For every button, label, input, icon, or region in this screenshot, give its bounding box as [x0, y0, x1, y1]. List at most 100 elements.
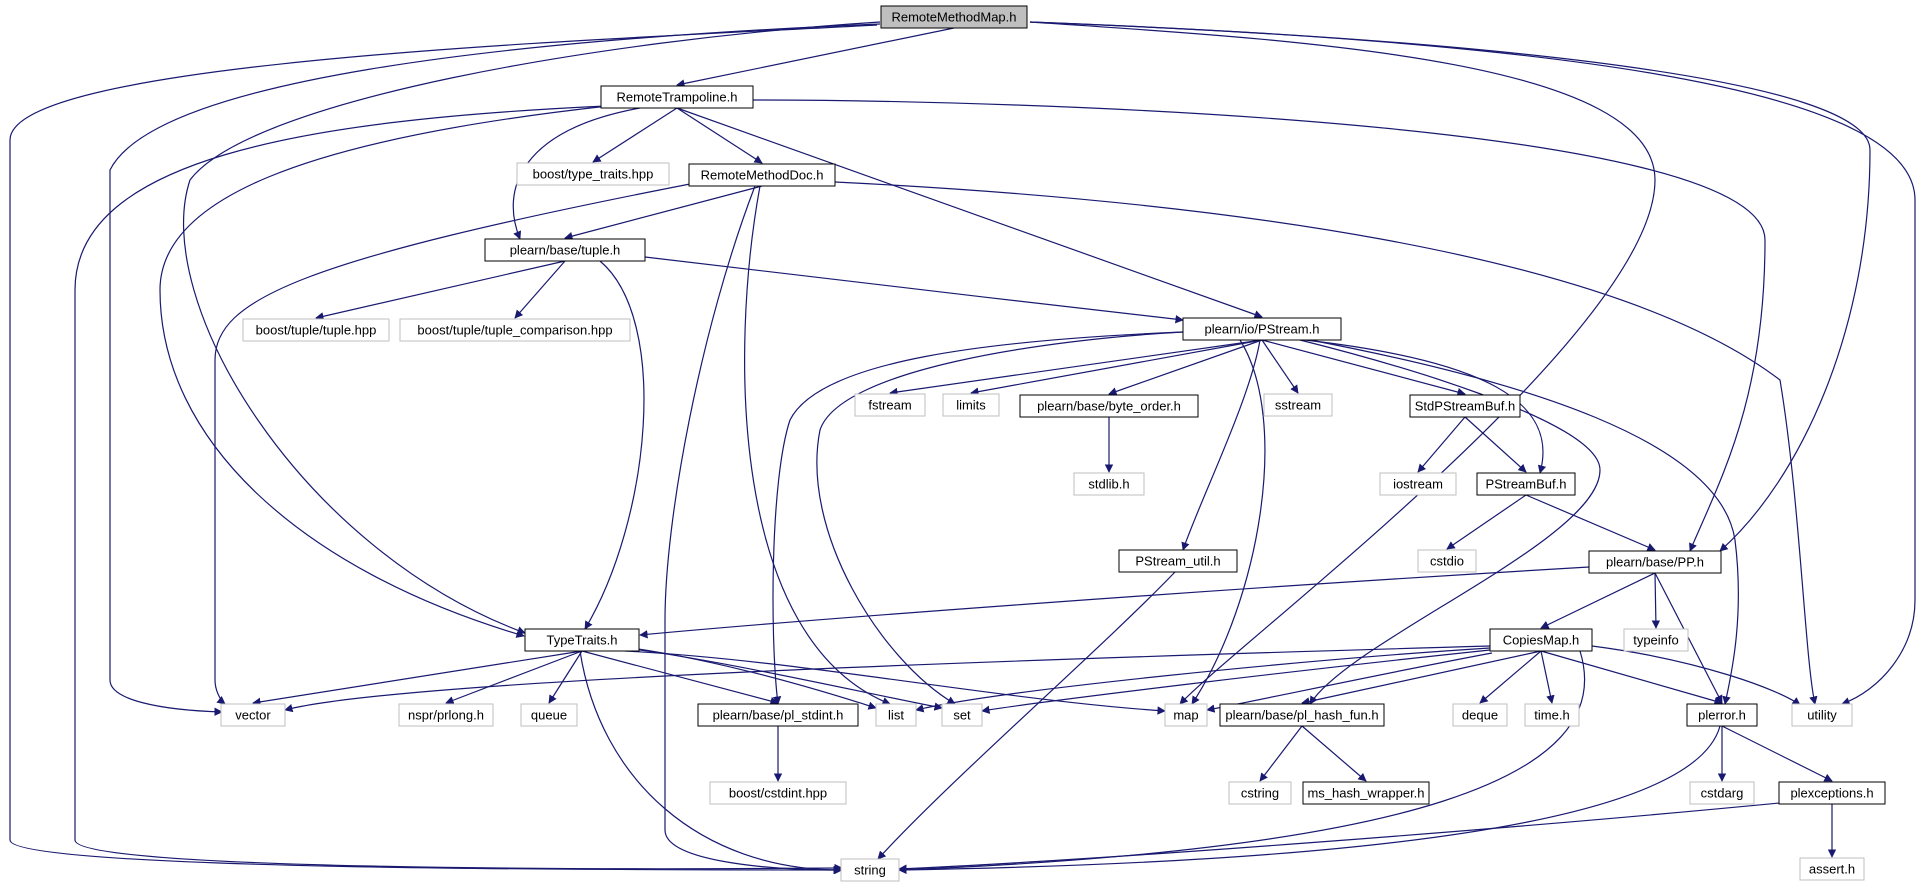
edge-PStreamBuf-to-cstdio — [1446, 494, 1527, 550]
edge-CopiesMap-to-pl_hash_fun — [1301, 650, 1542, 706]
node-PStream[interactable]: plearn/io/PStream.h — [1182, 317, 1342, 341]
node-boost_tuple_cmp: boost/tuple/tuple_comparison.hpp — [399, 318, 631, 342]
node-box — [484, 238, 646, 262]
edge-tuple_h-to-boost_tuple_cmp — [514, 260, 566, 319]
edge-RemoteMethodMap-to-string — [9, 24, 878, 875]
edge-CopiesMap-to-map — [1206, 652, 1493, 713]
edge-RemoteMethodMap-to-map — [1029, 21, 1656, 705]
node-ms_hash_wrapper[interactable]: ms_hash_wrapper.h — [1302, 781, 1430, 805]
edge-RemoteTrampoline-to-TypeTraits — [159, 105, 609, 638]
node-box — [1588, 550, 1722, 574]
node-label: fstream — [868, 398, 911, 413]
node-sstream: sstream — [1263, 393, 1333, 417]
node-box — [688, 163, 836, 187]
node-label: plearn/base/byte_order.h — [1037, 399, 1181, 414]
node-box — [709, 781, 847, 805]
edge-PStream-to-PStream_util — [1181, 339, 1261, 551]
node-pl_stdint[interactable]: plearn/base/pl_stdint.h — [697, 703, 859, 727]
node-box — [600, 85, 754, 109]
node-label: plearn/base/pl_hash_fun.h — [1225, 708, 1378, 723]
node-pl_hash_fun[interactable]: plearn/base/pl_hash_fun.h — [1219, 703, 1385, 727]
node-box — [1182, 317, 1342, 341]
node-CopiesMap[interactable]: CopiesMap.h — [1489, 628, 1593, 652]
node-box — [840, 858, 900, 882]
node-box — [1489, 628, 1593, 652]
node-label: RemoteTrampoline.h — [617, 90, 738, 105]
node-box — [1302, 781, 1430, 805]
node-PStream_util[interactable]: PStream_util.h — [1118, 549, 1238, 573]
node-label: plearn/base/tuple.h — [510, 243, 621, 258]
node-RemoteMethodMap[interactable]: RemoteMethodMap.h — [880, 5, 1028, 29]
edge-TypeTraits-to-map — [624, 650, 1166, 715]
node-label: RemoteMethodMap.h — [891, 10, 1016, 25]
node-box — [1219, 703, 1385, 727]
edge-PStreamBuf-to-PP — [1525, 494, 1656, 551]
node-byte_order[interactable]: plearn/base/byte_order.h — [1019, 394, 1199, 418]
edge-CopiesMap-to-plerror — [1540, 650, 1723, 705]
edge-TypeTraits-to-vector — [252, 650, 583, 706]
edge-StdPStreamBuf-to-PStreamBuf — [1464, 416, 1527, 473]
node-box — [875, 703, 917, 727]
node-label: boost/tuple/tuple_comparison.hpp — [417, 323, 612, 338]
node-label: vector — [235, 708, 271, 723]
edge-plerror-to-string — [898, 725, 1721, 875]
node-label: string — [854, 863, 886, 878]
node-box — [1118, 549, 1238, 573]
node-StdPStreamBuf[interactable]: StdPStreamBuf.h — [1409, 394, 1521, 418]
edge-CopiesMap-to-time_h — [1540, 650, 1555, 704]
node-PStreamBuf[interactable]: PStreamBuf.h — [1476, 472, 1576, 496]
node-box — [854, 393, 926, 417]
node-box — [1452, 703, 1508, 727]
node-label: plearn/base/PP.h — [1606, 555, 1704, 570]
node-label: cstdarg — [1701, 786, 1744, 801]
node-plerror[interactable]: plerror.h — [1686, 703, 1758, 727]
edge-RemoteMethodMap-to-RemoteTrampoline — [676, 27, 955, 88]
node-box — [1019, 394, 1199, 418]
node-tuple_h[interactable]: plearn/base/tuple.h — [484, 238, 646, 262]
node-plexceptions[interactable]: plexceptions.h — [1778, 781, 1886, 805]
edge-TypeTraits-to-nspr — [445, 650, 583, 705]
node-RemoteMethodDoc[interactable]: RemoteMethodDoc.h — [688, 163, 836, 187]
node-label: nspr/prlong.h — [408, 708, 484, 723]
node-label: cstdio — [1430, 554, 1464, 569]
node-RemoteTrampoline[interactable]: RemoteTrampoline.h — [600, 85, 754, 109]
edge-TypeTraits-to-queue — [548, 650, 583, 704]
node-box — [1689, 781, 1755, 805]
node-box — [520, 703, 578, 727]
node-label: TypeTraits.h — [546, 633, 617, 648]
node-box — [1379, 472, 1457, 496]
edge-PStream-to-StdPStreamBuf — [1261, 339, 1466, 397]
node-TypeTraits[interactable]: TypeTraits.h — [524, 628, 640, 652]
node-list: list — [875, 703, 917, 727]
node-label: plerror.h — [1698, 708, 1746, 723]
edge-CopiesMap-to-set — [981, 649, 1491, 714]
node-label: deque — [1462, 708, 1498, 723]
node-deque: deque — [1452, 703, 1508, 727]
edge-RemoteTrampoline-to-string — [74, 105, 843, 873]
node-queue: queue — [520, 703, 578, 727]
node-PP[interactable]: plearn/base/PP.h — [1588, 550, 1722, 574]
node-cstring: cstring — [1228, 781, 1292, 805]
edge-StdPStreamBuf-to-iostream — [1417, 416, 1466, 473]
node-label: boost/type_traits.hpp — [533, 167, 654, 182]
edge-PP-to-typeinfo — [1651, 572, 1661, 629]
edge-plexceptions-to-string — [898, 801, 1791, 873]
node-box — [516, 162, 670, 186]
edge-PStream-to-map — [1191, 339, 1266, 705]
edge-CopiesMap-to-utility — [1591, 645, 1801, 706]
node-limits: limits — [942, 393, 1000, 417]
node-box — [1263, 393, 1333, 417]
node-label: set — [953, 708, 971, 723]
node-set: set — [941, 703, 983, 727]
node-box — [1228, 781, 1292, 805]
edge-PStream-to-pl_stdint — [772, 331, 1184, 705]
edge-CopiesMap-to-vector — [284, 645, 1491, 713]
node-label: typeinfo — [1633, 633, 1679, 648]
node-label: ms_hash_wrapper.h — [1307, 786, 1424, 801]
edge-RemoteMethodMap-to-utility — [1029, 21, 1916, 706]
edge-PStream-to-plerror — [1309, 339, 1739, 705]
edge-TypeTraits-to-pl_stdint — [581, 650, 779, 706]
node-label: PStream_util.h — [1135, 554, 1220, 569]
node-label: CopiesMap.h — [1503, 633, 1580, 648]
